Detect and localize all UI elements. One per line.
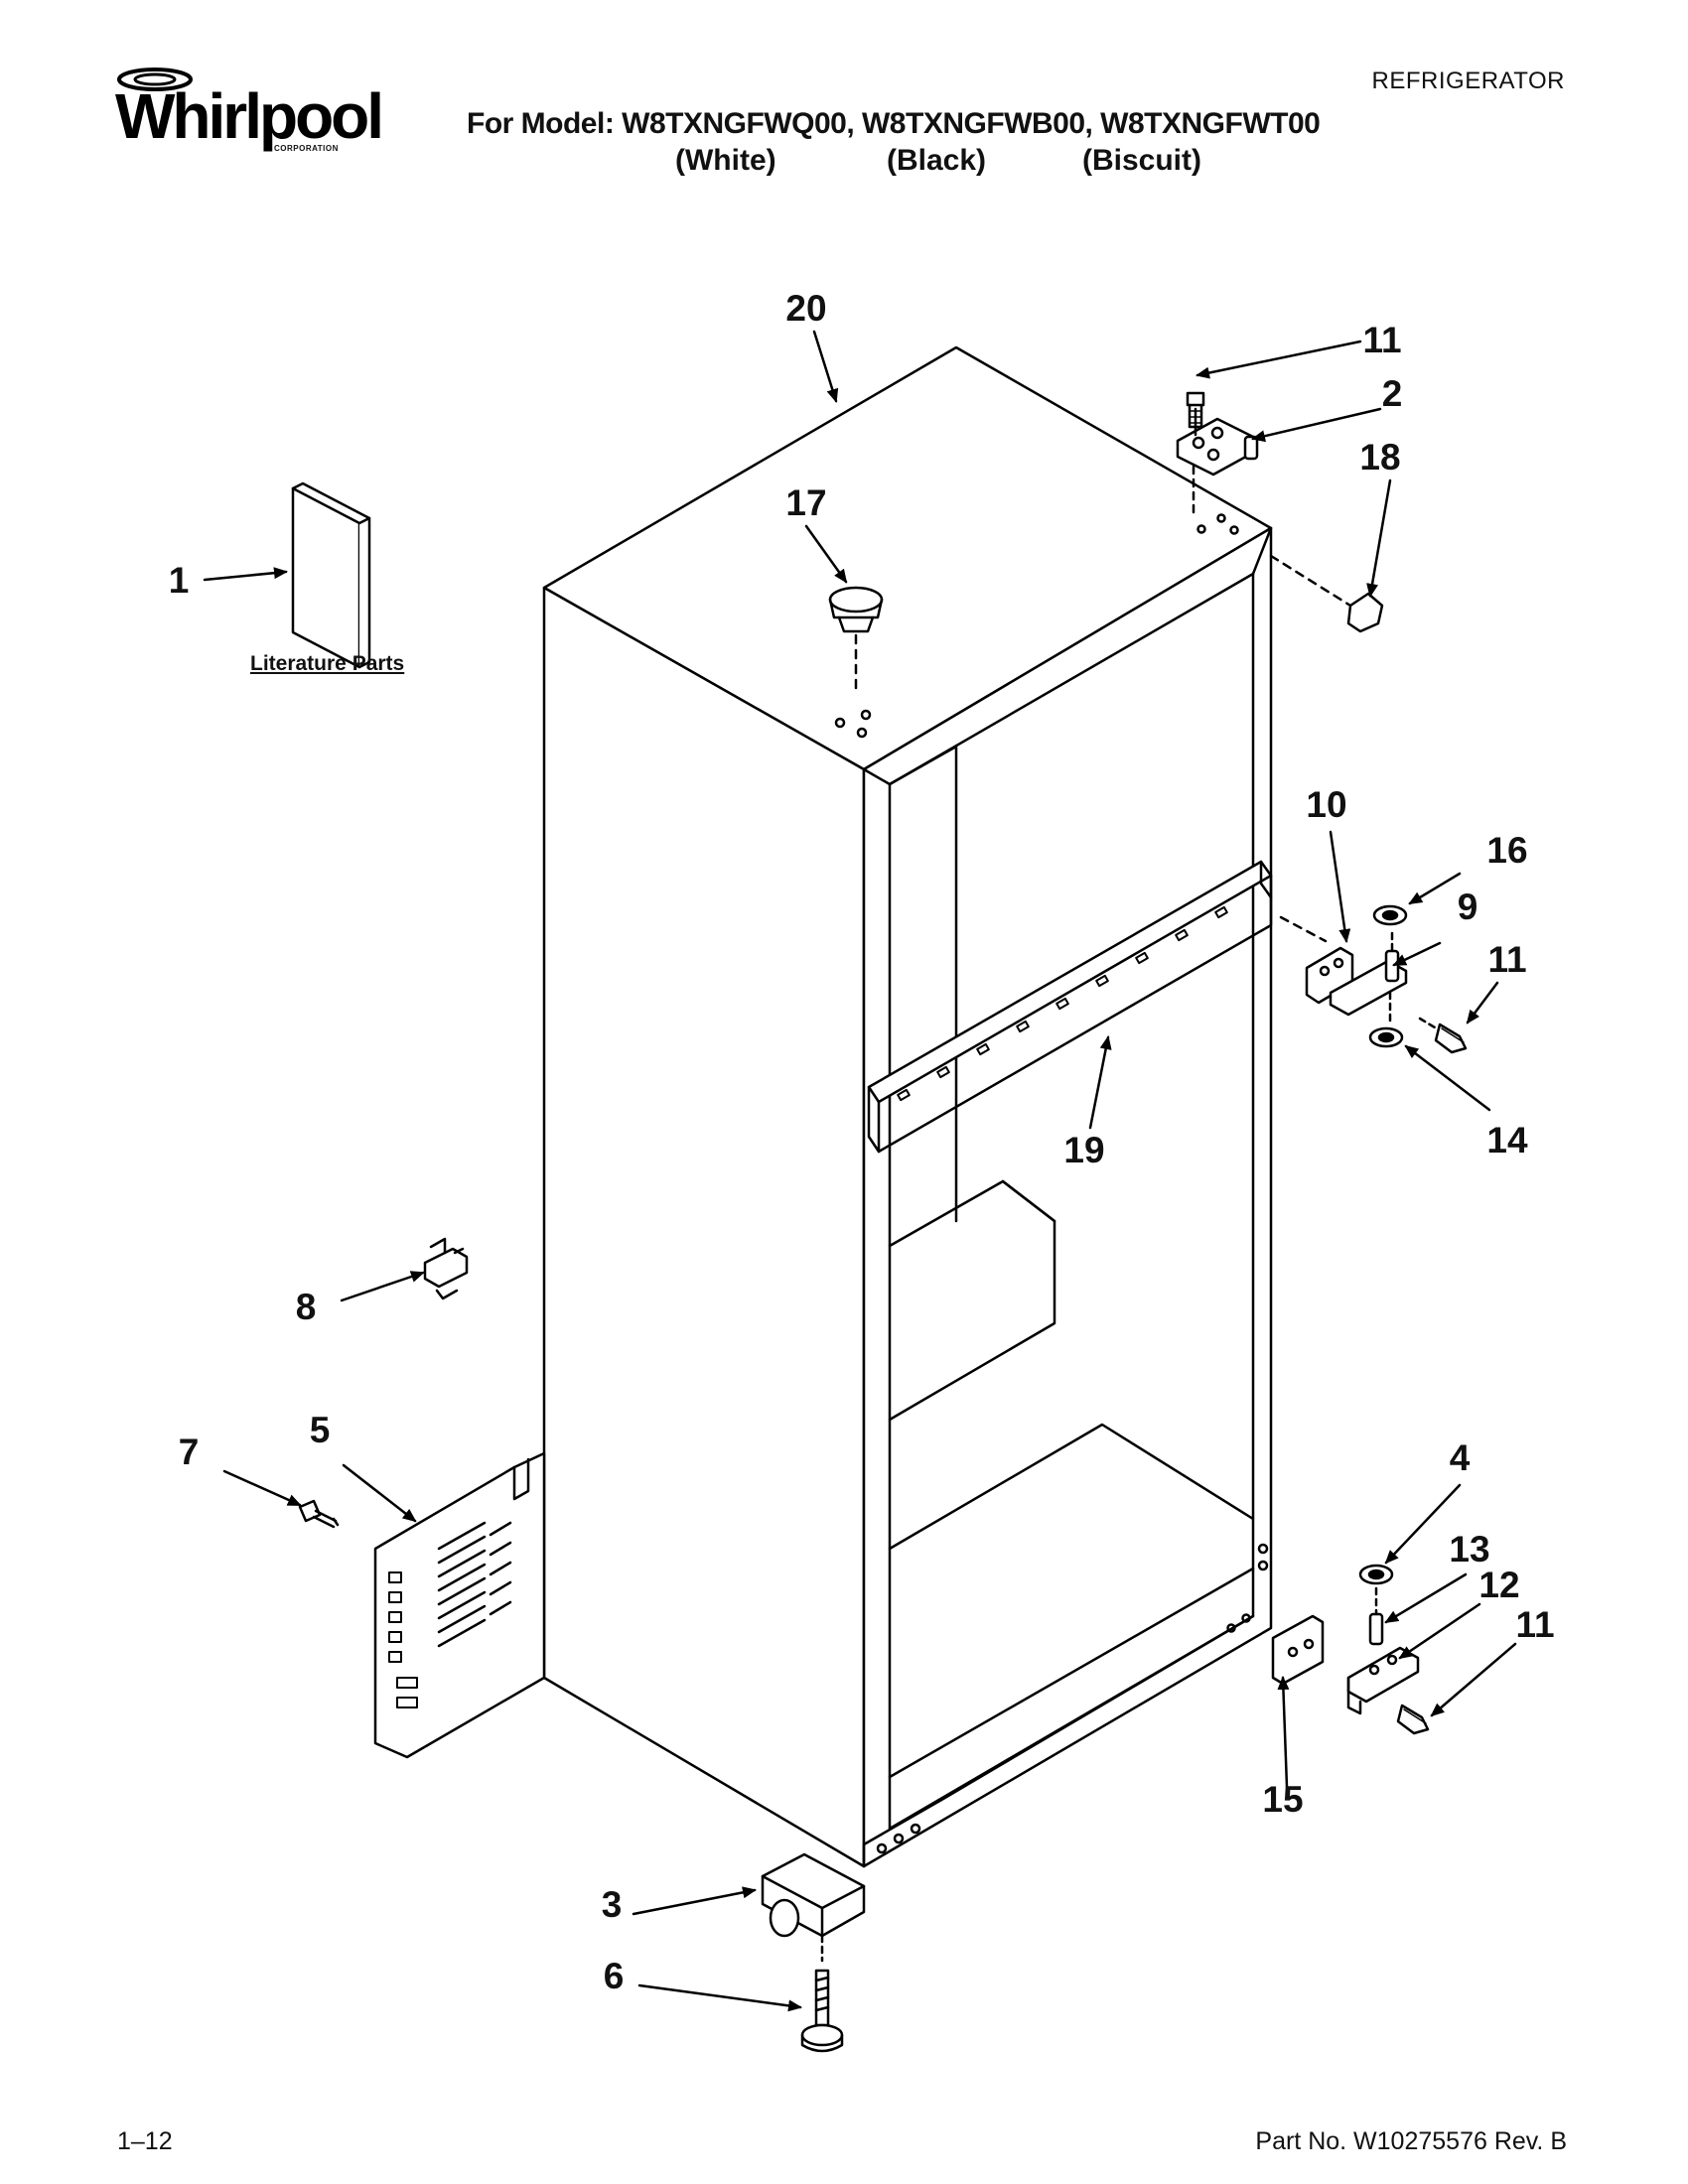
callout-11-top: 11 (1362, 320, 1402, 360)
callout-12: 12 (1478, 1565, 1520, 1605)
hinge-pin (1384, 931, 1400, 983)
literature-parts-label: Literature Parts (250, 652, 405, 675)
bottom-hinge (1346, 1646, 1420, 1715)
callout-15: 15 (1262, 1779, 1304, 1820)
logo-subtext: CORPORATION (274, 144, 339, 153)
callout-19: 19 (1063, 1130, 1105, 1170)
leader-arrows (203, 330, 1517, 2012)
callout-20: 20 (785, 288, 827, 329)
bottom-hinge-screw (1396, 1704, 1430, 1735)
center-hinge-screw (1418, 1017, 1468, 1054)
variant-white: (White) (675, 144, 776, 177)
callout-3: 3 (601, 1884, 623, 1925)
washer-14 (1368, 991, 1404, 1048)
rear-access-panel (373, 1451, 546, 1759)
callout-17: 17 (785, 482, 827, 523)
leveling-leg (800, 1969, 844, 2053)
center-hinge-guide (1279, 915, 1328, 943)
callout-9: 9 (1457, 887, 1478, 927)
callout-7: 7 (178, 1432, 200, 1472)
logo-wordmark: Whirlpool (115, 80, 384, 152)
callout-8: 8 (295, 1287, 317, 1327)
variant-black: (Black) (887, 144, 987, 177)
logo-swirl-icon (117, 68, 193, 91)
literature-booklet (291, 481, 371, 669)
product-category: REFRIGERATOR (1371, 68, 1565, 94)
center-hinge-rail (867, 860, 1273, 1154)
callout-1: 1 (168, 560, 190, 601)
callout-2: 2 (1381, 373, 1403, 414)
washer-16 (1372, 904, 1408, 926)
callout-16: 16 (1486, 830, 1528, 871)
callout-11-bottom: 11 (1515, 1604, 1555, 1645)
bottom-hinge-pin (1368, 1586, 1384, 1646)
hinge-cover (1269, 554, 1384, 633)
callout-13: 13 (1449, 1529, 1490, 1570)
variant-biscuit: (Biscuit) (1082, 144, 1201, 177)
callout-10: 10 (1306, 784, 1347, 825)
hole-plug (828, 586, 884, 697)
callout-18: 18 (1359, 437, 1401, 478)
part-number: Part No. W10275576 Rev. B (1255, 2127, 1567, 2155)
page-number: 1–12 (117, 2127, 173, 2155)
rear-roller (761, 1852, 866, 1963)
callout-14: 14 (1486, 1120, 1528, 1160)
callout-6: 6 (603, 1956, 625, 1996)
wire-clip (423, 1237, 469, 1300)
panel-screw (298, 1499, 340, 1529)
refrigerator-cabinet (542, 345, 1273, 1868)
top-hinge (1176, 407, 1259, 518)
top-hinge-screw (1186, 391, 1205, 429)
callout-11-center: 11 (1487, 939, 1527, 980)
hinge-shim (1271, 1614, 1325, 1686)
whirlpool-logo: Whirlpool CORPORATION (115, 66, 384, 165)
callout-5: 5 (309, 1410, 331, 1450)
model-line: For Model: W8TXNGFWQ00, W8TXNGFWB00, W8T… (467, 107, 1321, 140)
washer-4 (1358, 1564, 1394, 1585)
callout-4: 4 (1449, 1437, 1471, 1478)
